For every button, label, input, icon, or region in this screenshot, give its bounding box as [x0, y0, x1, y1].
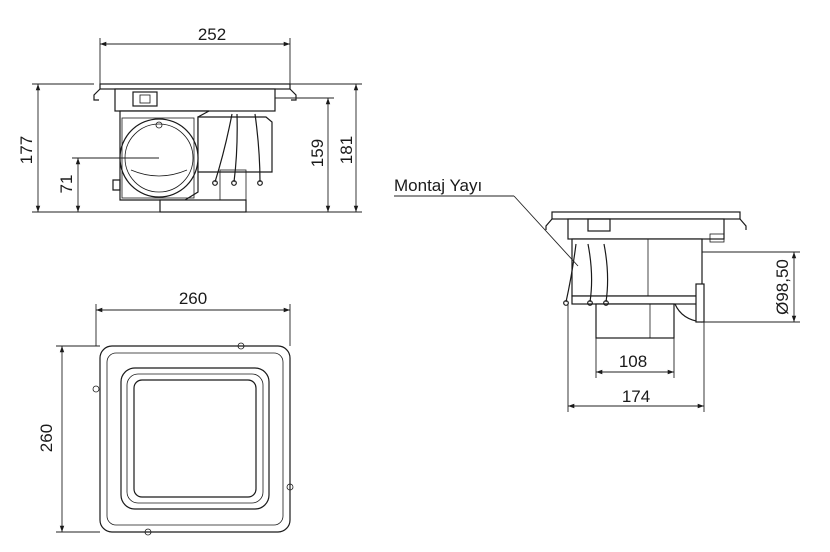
front-top-plate [99, 83, 291, 90]
top-outer-frame [99, 345, 291, 533]
side-outlet-flange [695, 283, 705, 323]
top-grille [133, 379, 257, 498]
side-plate-lips [545, 218, 747, 230]
front-spout-tab [219, 169, 247, 201]
side-spring-end-3 [603, 300, 609, 306]
dim-side-body-width: 174 [622, 387, 650, 406]
front-body-right [197, 116, 273, 173]
front-spring-end-3 [257, 180, 263, 186]
leader-line [513, 195, 579, 267]
top-view: 260 260 [37, 289, 294, 536]
side-body-upper [567, 218, 725, 240]
front-view: 252 177 71 181 159 [17, 25, 362, 213]
dim-front-width: 252 [198, 25, 226, 44]
side-body-base [571, 295, 703, 305]
front-clip-inner [139, 94, 151, 104]
side-tab [709, 233, 725, 243]
dim-front-height-c: 159 [308, 139, 327, 167]
top-inner-frame-2 [126, 373, 264, 504]
side-body [571, 238, 703, 297]
top-screw [286, 483, 294, 491]
side-top-plate [551, 211, 741, 220]
dim-side-pipe-width: 108 [619, 352, 647, 371]
side-view: Montaj Yayı Ø98,50 108 174 [394, 176, 800, 412]
dim-front-total-height: 177 [17, 136, 36, 164]
top-inner-frame [120, 367, 270, 510]
dim-side-pipe-diameter: Ø98,50 [773, 259, 792, 315]
side-bottom-pipe [595, 303, 675, 339]
front-spring-end-2 [231, 180, 237, 186]
dim-front-pipe-height: 71 [57, 175, 76, 194]
side-clip [587, 218, 611, 232]
side-spring-end-2 [587, 300, 593, 306]
front-bottom-spout [159, 199, 247, 213]
side-springs [565, 243, 609, 303]
top-screw [144, 528, 152, 536]
dim-top-width: 260 [179, 289, 207, 308]
front-spring-end-1 [212, 180, 218, 186]
label-mounting-spring: Montaj Yayı [394, 176, 482, 195]
front-plate-lips [93, 88, 297, 101]
front-nub [112, 179, 121, 191]
dim-top-height: 260 [37, 424, 56, 452]
top-screw [237, 342, 245, 350]
front-bolt [155, 121, 163, 129]
front-pipe-arc [130, 169, 188, 177]
top-outer-frame-inner [106, 352, 284, 526]
front-springs [214, 113, 261, 183]
side-spring-end-1 [563, 300, 569, 306]
dim-front-height-b: 181 [337, 136, 356, 164]
front-clip [132, 91, 158, 107]
top-screw [92, 385, 100, 393]
